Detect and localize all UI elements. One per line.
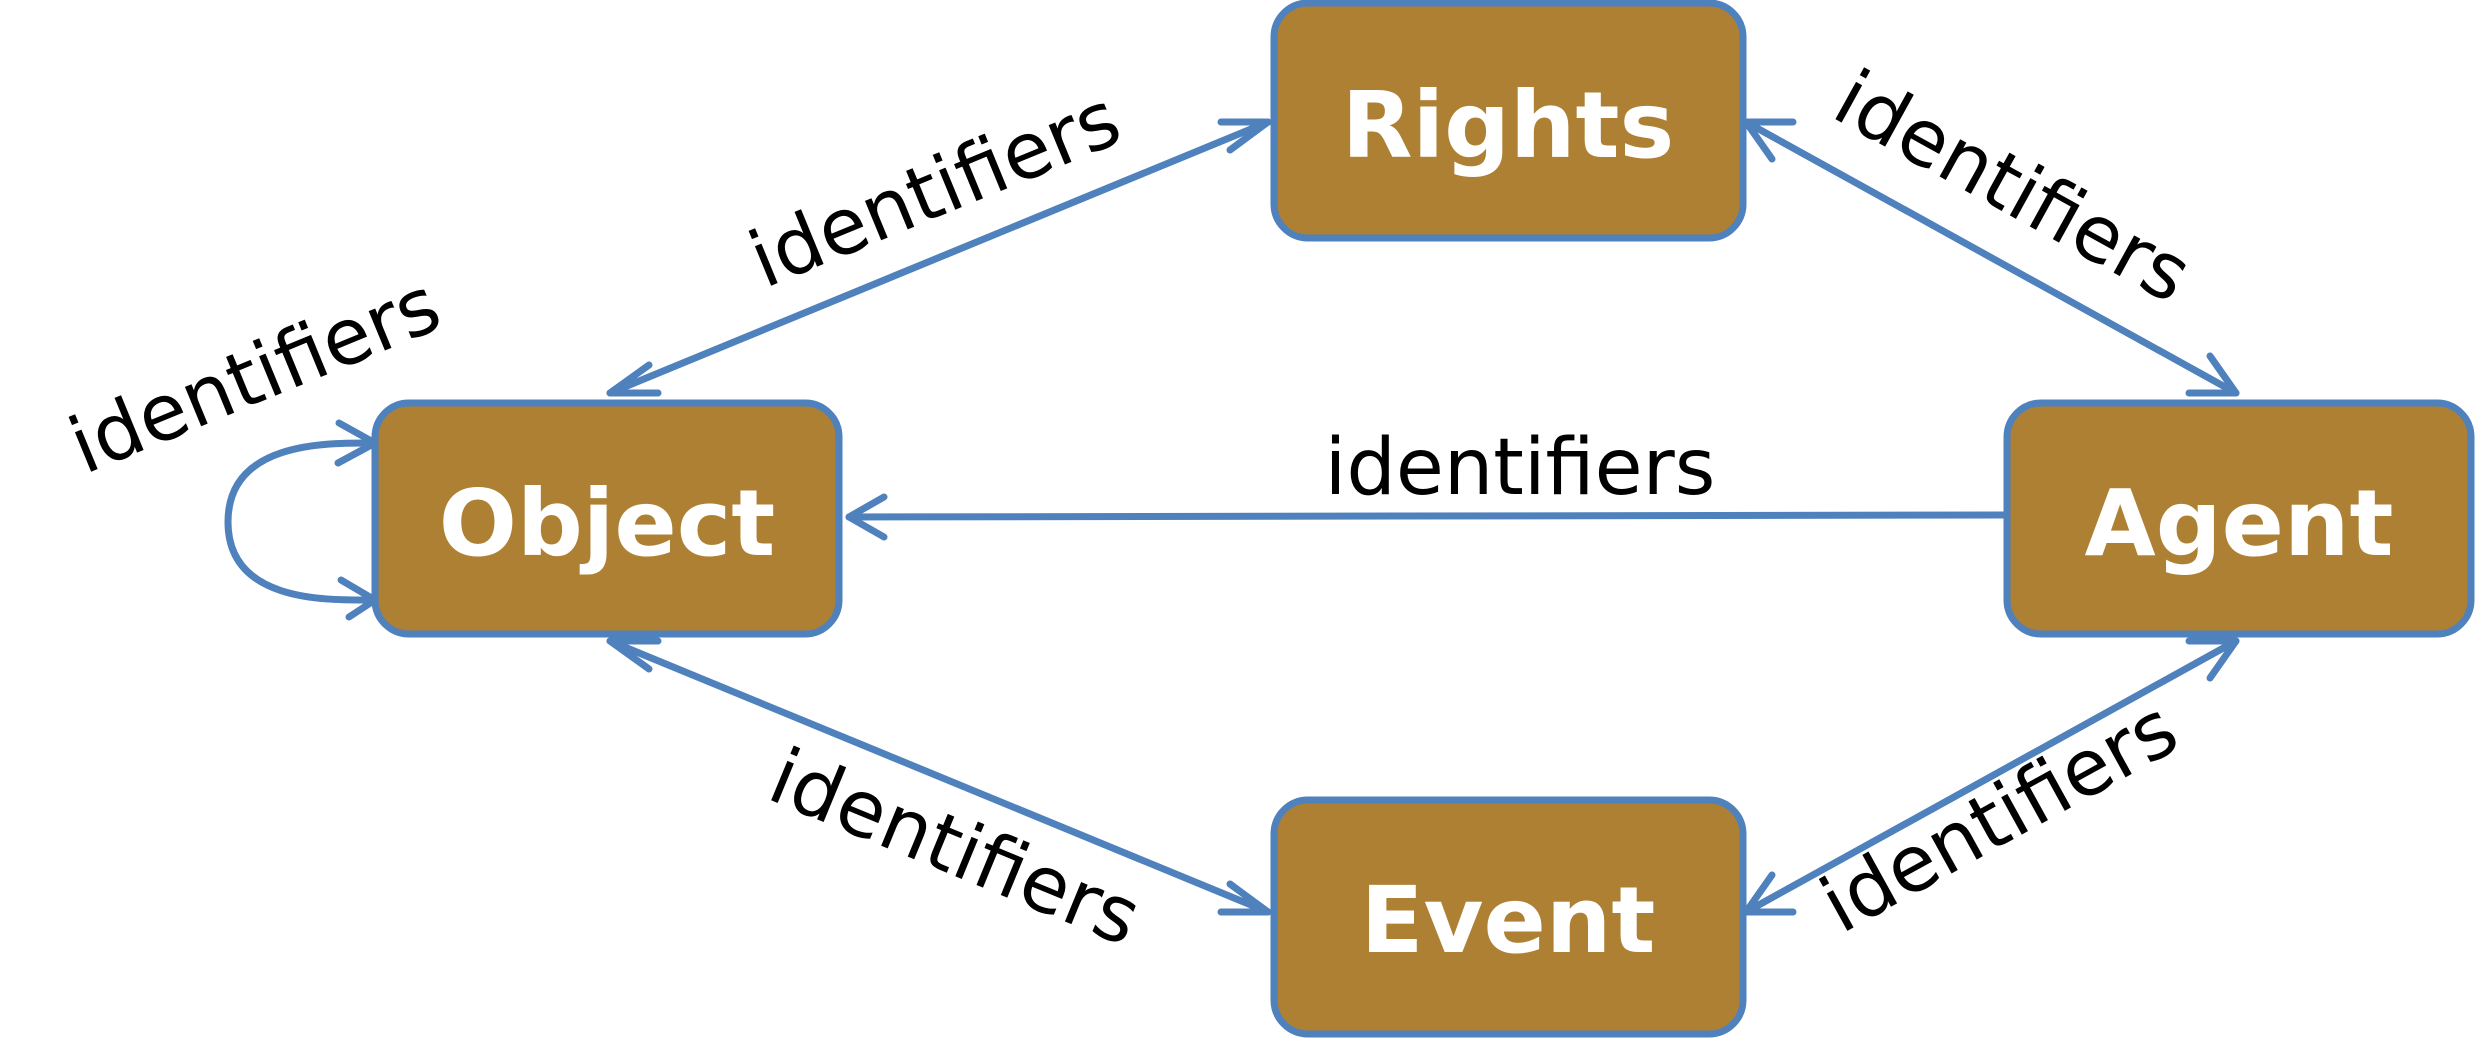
- node-agent-box: [2003, 399, 2475, 638]
- arrowhead-to-object: [845, 493, 888, 541]
- edge-label-object-rights: identifiers: [737, 74, 1133, 306]
- edge-line: [845, 511, 2007, 521]
- node-event-label: Event: [1361, 867, 1656, 974]
- node-rights-label: Rights: [1342, 72, 1674, 179]
- arrowhead-to-event: [1217, 880, 1272, 916]
- edge-label-agent-object: identifiers: [1325, 423, 1716, 513]
- arrowhead-to-object: [606, 637, 662, 673]
- node-agent-label: Agent: [2085, 470, 2394, 577]
- edge-line: [1742, 118, 2240, 397]
- arrowhead-to-agent: [2185, 637, 2240, 682]
- edge-label-agent-event: identifiers: [1807, 683, 2193, 951]
- edge-label-object-event: identifiers: [757, 732, 1153, 964]
- node-event: Event: [1270, 796, 1747, 1038]
- edge-line: [606, 118, 1272, 397]
- edge-line: [1742, 637, 2240, 916]
- arrowhead-to-agent: [2185, 352, 2240, 397]
- node-object-label: Object: [439, 470, 776, 577]
- edge-object-event: identifiers: [606, 637, 1272, 964]
- edge-label-rights-agent: identifiers: [1820, 53, 2206, 321]
- edge-agent-object: identifiers: [845, 423, 2007, 541]
- node-rights-box: [1270, 0, 1747, 242]
- node-event-box: [1270, 796, 1747, 1038]
- node-rights: Rights: [1270, 0, 1747, 242]
- self-loop-line: [224, 439, 379, 604]
- edge-agent-event: identifiers: [1742, 637, 2240, 951]
- edge-line: [606, 637, 1272, 916]
- node-object: Object: [371, 399, 843, 638]
- node-agent: Agent: [2003, 399, 2475, 638]
- edge-object-rights: identifiers: [606, 74, 1272, 397]
- arrowhead-to-rights: [1217, 118, 1272, 154]
- arrowhead-to-object: [606, 361, 662, 397]
- edge-rights-agent: identifiers: [1742, 53, 2240, 397]
- node-object-box: [371, 399, 843, 638]
